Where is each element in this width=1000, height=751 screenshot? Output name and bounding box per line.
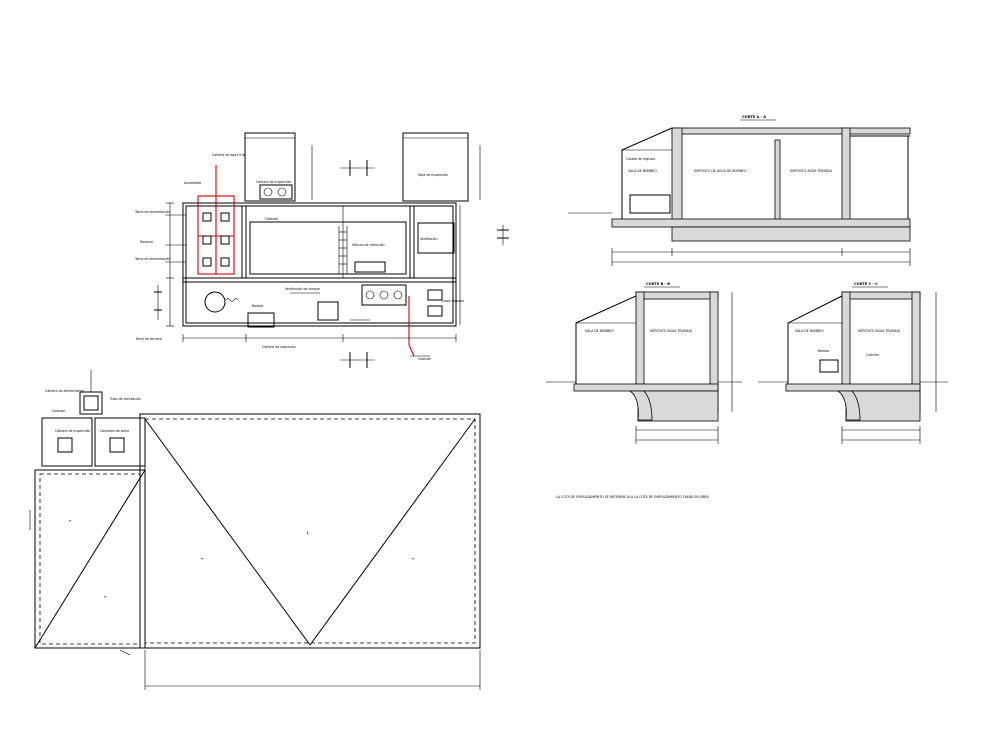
plan-label-5: Cámara de inspección [256,180,291,184]
roof-label-3: Colector [52,409,66,413]
svg-text:←: ← [104,595,107,599]
pump-icon [204,291,226,313]
plan-label-10: Flotante [265,217,278,221]
section-a-a: CORTE A - A Caseta de registro SALA DE B… [568,115,911,266]
svg-text:←: ← [412,557,415,561]
section-b-title: CORTE B - B [646,282,670,286]
section-c-label-3: Bomba [818,349,829,353]
section-a-label-1: Caseta de registro [626,157,655,161]
plan-label-12: Bomba [252,304,263,308]
plan-label-15: Colector [418,357,432,361]
plan-label-16: Nivel de terreno [136,337,162,341]
ladder [338,226,348,274]
section-c-label-2: DEPÓSITO AGUA TRATADA [858,328,901,333]
section-c-title: CORTE C - C [854,282,878,286]
section-marker-left [154,285,162,320]
section-b-label-1: SALA DE BOMBEO [585,329,614,333]
section-c-label-1: SALA DE BOMBEO [795,329,824,333]
section-a-label-2: SALA DE BOMBEO [628,169,657,173]
section-b-label-2: DEPÓSITO AGUA TRATADA [650,328,693,333]
plan-label-8: Ventilación [420,237,438,241]
plan-label-3: Toma de alimentación [134,210,170,214]
section-c-label-4: Colector [866,353,880,357]
drawing-note: LA COTA DE EMPLAZAMIENTO SE REFERENCIA A… [556,495,709,499]
svg-text:↓: ↓ [306,531,309,535]
section-a-title: CORTE A - A [742,115,766,119]
plan-label-7: Toma de alimentación [134,257,170,261]
section-marker-bottom [340,352,375,368]
plan-label-13: Cañería de impulsión [262,345,296,349]
section-b-b: CORTE B - B SALA DE BOMBEO DEPÓSITO AGUA… [546,282,742,444]
roof-label-4: Cámara de inspección [55,429,90,433]
plan-label-11: Ventilación de tanque [285,287,320,291]
plan-label-2: Acometida [184,181,201,185]
plan-label-14: Llave de paso [442,299,464,303]
svg-text:→: → [200,557,203,561]
red-piping [197,165,415,357]
section-marker-right [497,225,509,245]
section-a-label-4: DEPÓSITO AGUA TRATADA [790,168,833,173]
plan-label-6: Tapa de inspección [417,173,448,177]
roof-label-2: Tubo de ventilación [109,397,141,401]
plan-label-1: Cañería de agua fría [212,153,245,157]
section-c-c: CORTE C - C SALA DE BOMBEO DEPÓSITO AGUA… [758,282,948,444]
floor-plan: Cañería de agua fría Acometida Toma de a… [134,132,509,368]
section-a-label-3: DEPÓSITO DE AGUA DE BOMBEO [694,168,747,173]
roof-label-1: Cámara de alimentación [45,389,84,393]
plan-label-4: Reserva [140,240,153,244]
svg-text:→: → [68,519,71,523]
section-marker-top [340,160,375,176]
plan-label-9: Válvula de retención [352,243,385,247]
roof-plan: → ← → ← ↓ Cámara de alimentación Tubo de… [29,370,481,690]
roof-label-5: Conexión de toma [100,429,129,433]
